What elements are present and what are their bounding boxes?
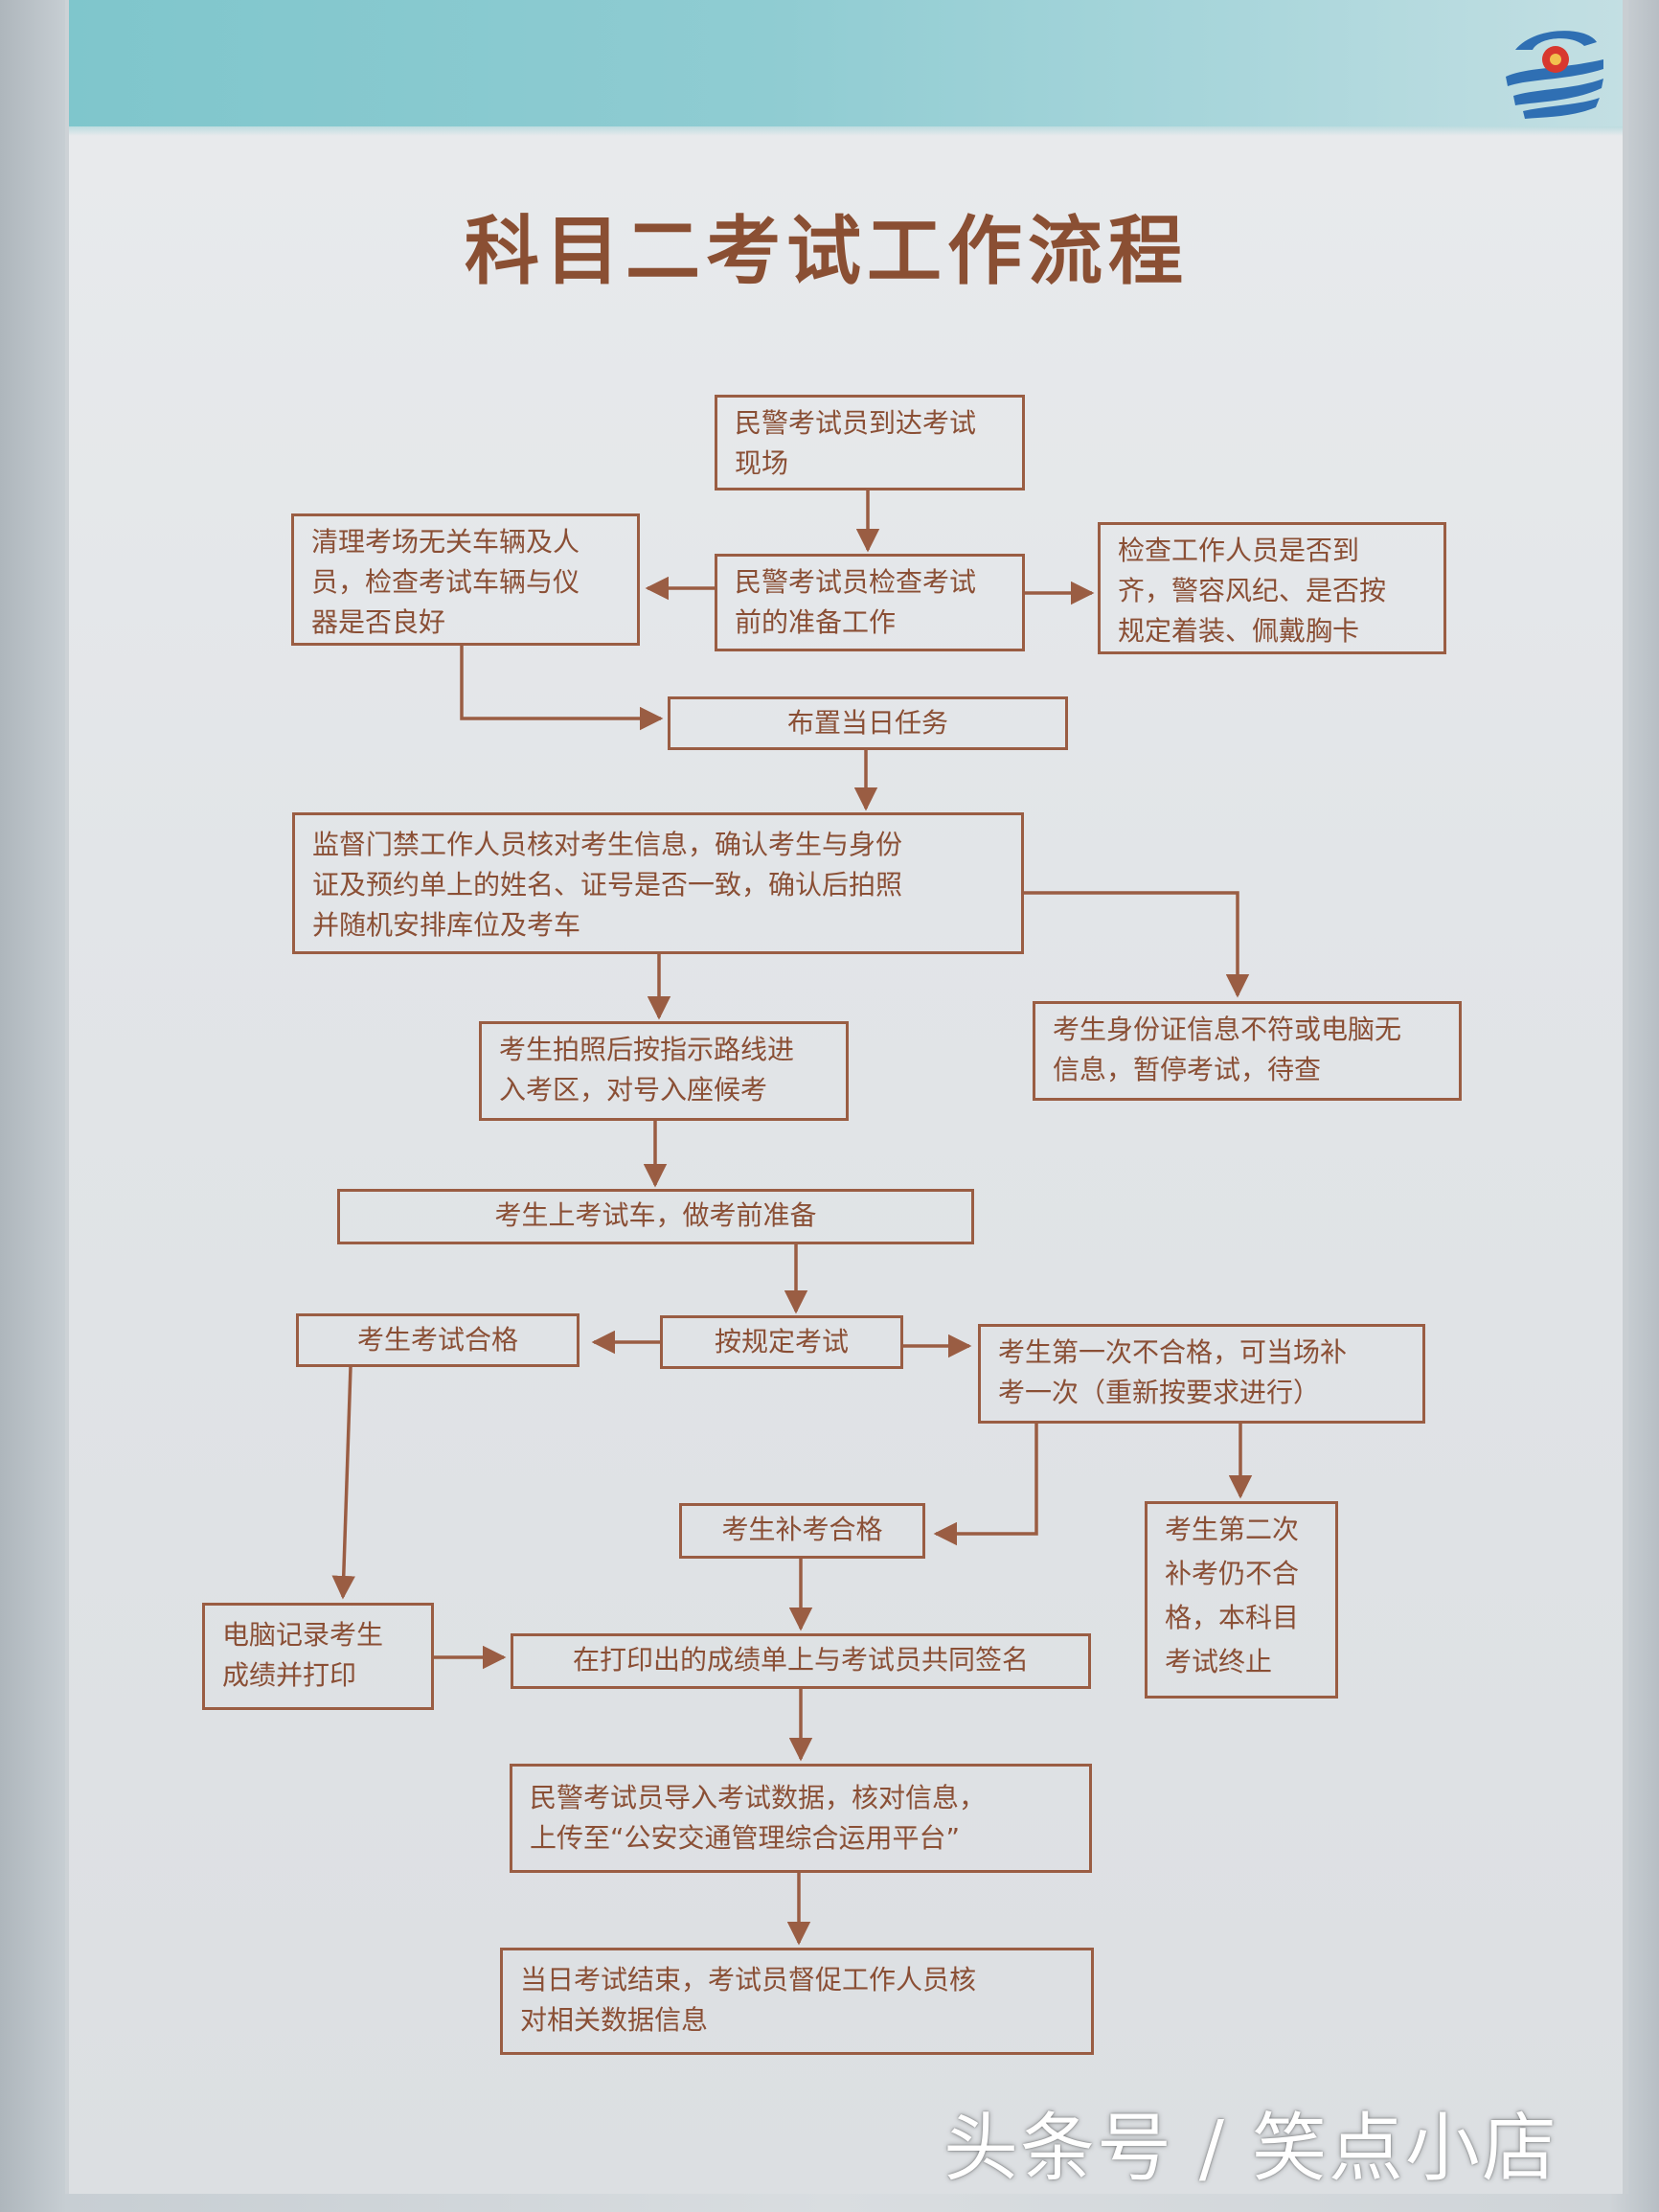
node-import-data: 民警考试员导入考试数据，核对信息， 上传至“公安交通管理综合运用平台” bbox=[510, 1764, 1092, 1873]
page-title: 科目二考试工作流程 bbox=[464, 209, 1189, 295]
node-take-exam: 按规定考试 bbox=[660, 1315, 903, 1369]
node-pass: 考生考试合格 bbox=[296, 1313, 580, 1367]
node-assign-tasks: 布置当日任务 bbox=[668, 696, 1068, 750]
node-day-end: 当日考试结束，考试员督促工作人员核 对相关数据信息 bbox=[500, 1948, 1094, 2055]
node-check-prep: 民警考试员检查考试 前的准备工作 bbox=[715, 554, 1025, 651]
watermark-text: 头条号 / 笑点小店 bbox=[943, 2106, 1558, 2192]
node-enter-area: 考生拍照后按指示路线进 入考区，对号入座候考 bbox=[479, 1021, 849, 1121]
node-clear-area: 清理考场无关车辆及人 员，检查考试车辆与仪 器是否良好 bbox=[291, 513, 640, 646]
node-check-staff: 检查工作人员是否到 齐，警容风纪、是否按 规定着装、佩戴胸卡 bbox=[1098, 522, 1446, 654]
traffic-police-emblem-icon bbox=[1506, 31, 1603, 119]
node-verify-identity: 监督门禁工作人员核对考生信息，确认考生与身份 证及预约单上的姓名、证号是否一致，… bbox=[292, 812, 1024, 954]
node-retake-pass: 考生补考合格 bbox=[679, 1503, 925, 1559]
node-record-print: 电脑记录考生 成绩并打印 bbox=[202, 1603, 434, 1710]
node-first-fail: 考生第一次不合格，可当场补 考一次（重新按要求进行） bbox=[978, 1324, 1425, 1424]
node-id-mismatch: 考生身份证信息不符或电脑无 信息，暂停考试，待查 bbox=[1033, 1001, 1462, 1101]
header-band bbox=[69, 0, 1623, 136]
node-second-fail: 考生第二次 补考仍不合 格，本科目 考试终止 bbox=[1145, 1501, 1338, 1699]
node-arrive: 民警考试员到达考试 现场 bbox=[715, 395, 1025, 490]
node-sign-sheet: 在打印出的成绩单上与考试员共同签名 bbox=[511, 1633, 1091, 1689]
node-board-car: 考生上考试车，做考前准备 bbox=[337, 1189, 974, 1244]
